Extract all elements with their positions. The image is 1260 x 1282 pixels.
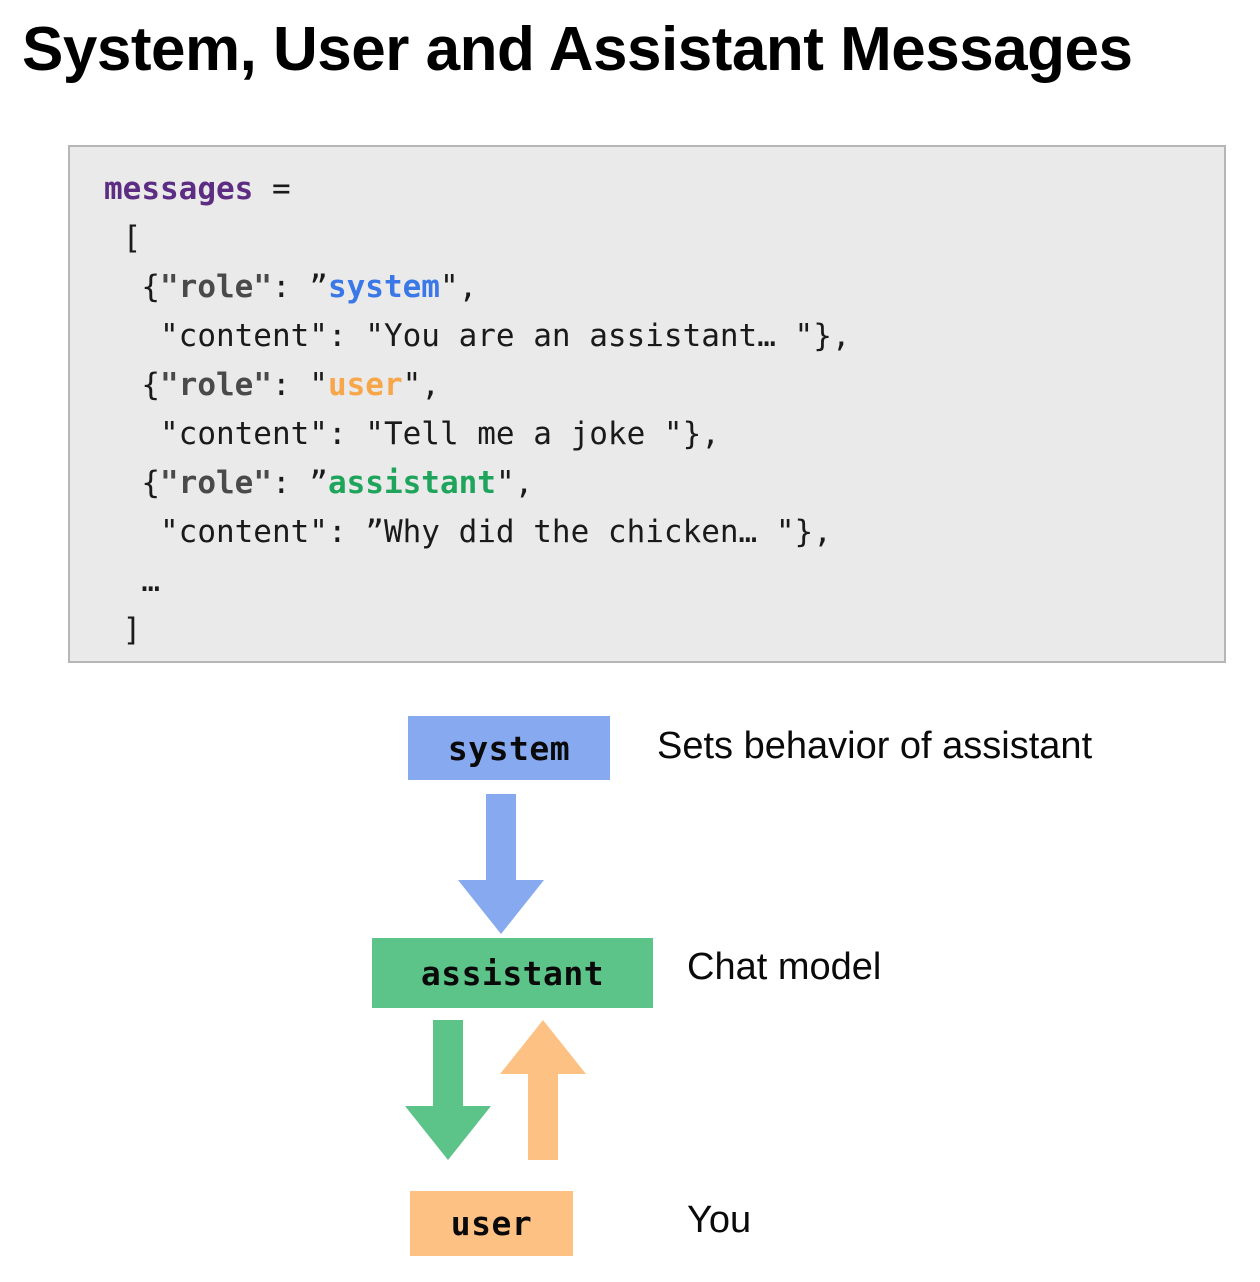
code-token-plain: {	[104, 367, 160, 403]
code-token-plain: ",	[402, 367, 440, 403]
code-line: {"role": ”system",	[104, 263, 851, 312]
code-token-plain: "content": "Tell me a joke "},	[104, 416, 720, 452]
code-line: messages =	[104, 165, 851, 214]
role-box-assistant[interactable]: assistant	[372, 938, 653, 1008]
code-line: "content": ”Why did the chicken… "},	[104, 508, 851, 557]
code-token-plain: …	[104, 563, 160, 599]
role-description-assistant: Chat model	[687, 946, 882, 988]
code-line: {"role": "user",	[104, 361, 851, 410]
code-line: [	[104, 214, 851, 263]
code-token-assistant: assistant	[327, 465, 496, 501]
role-box-user[interactable]: user	[410, 1191, 573, 1256]
role-description-user: You	[687, 1199, 752, 1241]
message-flow-diagram: system Sets behavior of assistant assist…	[0, 690, 1260, 1282]
arrow-system-to-assistant-icon	[458, 794, 544, 934]
code-token-key: "role"	[160, 465, 272, 501]
role-box-system[interactable]: system	[408, 716, 610, 780]
code-token-plain: {	[104, 465, 160, 501]
code-token-var: messages	[104, 171, 254, 207]
code-token-plain: ",	[495, 465, 534, 501]
role-description-system: Sets behavior of assistant	[657, 725, 1093, 767]
code-line: "content": "You are an assistant… "},	[104, 312, 851, 361]
code-token-plain: : ”	[271, 269, 328, 305]
code-token-key: "role"	[160, 367, 272, 403]
code-token-plain: : "	[271, 367, 328, 403]
code-block: messages = [ {"role": ”system", "content…	[68, 145, 1226, 663]
code-token-plain: ]	[104, 612, 142, 648]
code-token-plain: : ”	[271, 465, 328, 501]
code-line: "content": "Tell me a joke "},	[104, 410, 851, 459]
code-token-plain: {	[104, 269, 160, 305]
code-token-plain: ",	[439, 269, 478, 305]
code-token-plain: =	[253, 171, 291, 207]
code-token-system: system	[327, 269, 440, 305]
code-listing: messages = [ {"role": ”system", "content…	[104, 165, 851, 655]
code-token-key: "role"	[160, 269, 272, 305]
code-token-plain: "content": "You are an assistant… "},	[104, 318, 851, 354]
code-line: …	[104, 557, 851, 606]
code-token-plain: [	[104, 220, 142, 256]
arrow-assistant-to-user-icon	[405, 1020, 491, 1160]
page-title: System, User and Assistant Messages	[22, 15, 1133, 84]
code-line: {"role": ”assistant",	[104, 459, 851, 508]
role-box-system-label: system	[447, 728, 571, 768]
role-box-user-label: user	[450, 1204, 533, 1243]
code-token-user: user	[327, 367, 403, 403]
arrow-user-to-assistant-icon	[500, 1020, 586, 1160]
role-box-assistant-label: assistant	[420, 953, 605, 993]
code-token-plain: "content": ”Why did the chicken… "},	[104, 514, 832, 550]
code-line: ]	[104, 606, 851, 655]
